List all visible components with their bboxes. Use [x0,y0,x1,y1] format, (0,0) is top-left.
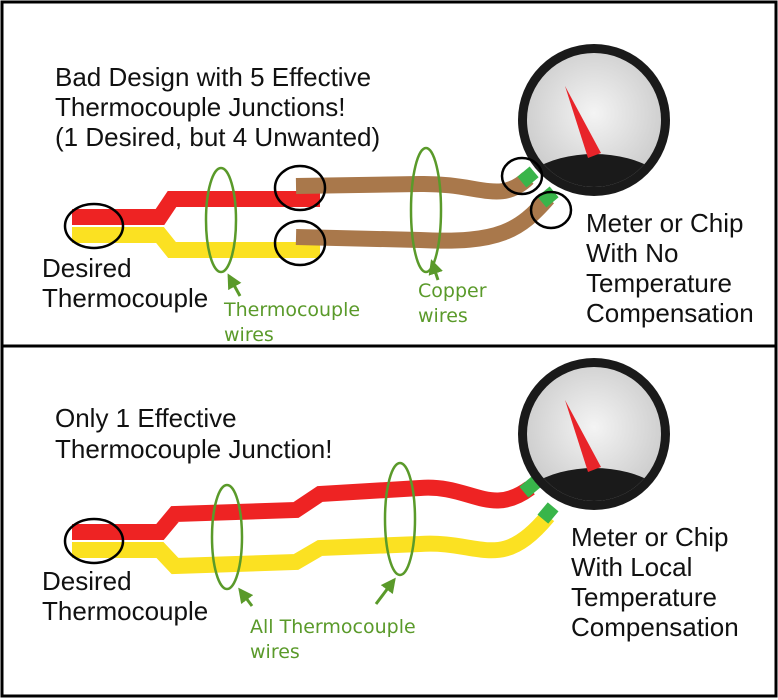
bottom-red-wire [72,479,535,540]
top-copper-line-1: Copper [418,280,487,302]
top-junction-circle-3 [500,156,544,196]
top-title-line-1: Bad Design with 5 Effective [55,62,371,92]
top-junction-circle-1 [273,164,327,212]
top-desired-line-2: Thermocouple [42,283,208,313]
top-meter-line-2: With No [586,238,678,268]
top-meter-line-1: Meter or Chip [586,208,744,238]
bottom-title-line-1: Only 1 Effective [55,403,237,433]
top-yellow-wire [72,227,320,258]
top-meter-line-3: Temperature [586,268,732,298]
bottom-title-line-2: Thermocouple Junction! [55,434,332,464]
bottom-desired-line-2: Thermocouple [42,596,208,626]
bottom-desired-junction-circle [63,517,125,565]
top-tc-wires-line-1: Thermocouple [223,299,360,321]
top-tc-wires-line-2: wires [224,324,274,346]
bottom-tc-arrow-2 [374,577,396,605]
bottom-panel-border [0,344,778,698]
bottom-connector-2 [537,502,559,524]
bottom-tc-wires-line-2: wires [250,641,300,663]
bottom-tc-ellipse-1 [210,483,244,591]
top-tc-arrow [227,273,242,297]
bottom-meter-line-1: Meter or Chip [571,522,729,552]
top-red-wire [72,191,320,225]
top-desired-line-1: Desired [42,253,132,283]
bottom-needle-icon [565,400,601,472]
bottom-meter-line-4: Compensation [571,612,739,642]
bottom-panel: Only 1 Effective Thermocouple Junction! … [42,358,739,663]
top-junction-circle-2 [273,219,327,267]
top-needle-icon [565,86,601,158]
bottom-desired-line-1: Desired [42,566,132,596]
bottom-yellow-wire [72,510,555,575]
top-copper-ellipse [409,146,443,274]
top-title-line-3: (1 Desired, but 4 Unwanted) [55,122,380,152]
top-panel: Bad Design with 5 Effective Thermocouple… [42,44,754,346]
top-tc-wires-ellipse [204,166,238,274]
top-copper-line-2: wires [418,305,468,327]
bottom-tc-ellipse-2 [383,461,417,577]
bottom-tc-arrow-1 [238,587,254,607]
top-desired-junction-circle [63,202,125,250]
bottom-meter-line-2: With Local [571,552,692,582]
top-copper-wire-2 [295,192,555,249]
top-title-line-2: Thermocouple Junctions! [55,92,345,122]
bottom-meter-line-3: Temperature [571,582,717,612]
top-connector-1 [517,166,539,188]
top-meter-line-4: Compensation [586,298,754,328]
top-copper-wire-1 [295,171,534,200]
top-copper-arrow [428,259,443,281]
top-junction-circle-4 [529,190,573,230]
bottom-tc-wires-line-1: All Thermocouple [250,616,416,638]
